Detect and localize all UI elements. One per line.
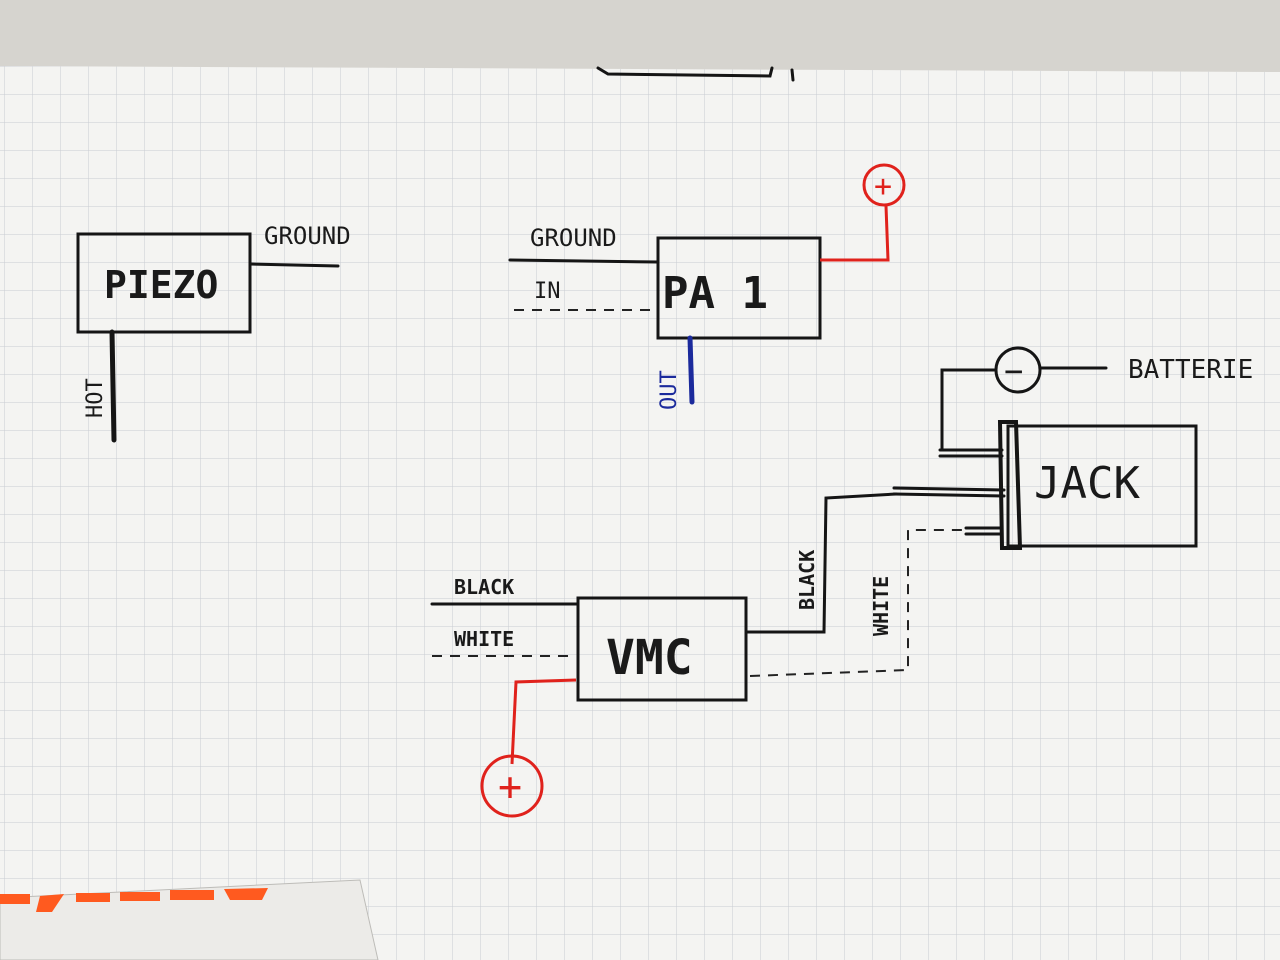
vmc-white-out-wire bbox=[749, 529, 968, 677]
pa1-label: PA 1 bbox=[662, 268, 768, 319]
battery-label: BATTERIE bbox=[1128, 355, 1253, 385]
vmc-positive-symbol: + bbox=[498, 764, 522, 810]
vmc-black-out-label: BLACK bbox=[795, 550, 819, 610]
piezo-hot-wire bbox=[109, 329, 117, 443]
orange-logo-fragment bbox=[0, 888, 268, 912]
vmc-white-in-label: WHITE bbox=[454, 627, 514, 651]
piezo-box bbox=[76, 232, 252, 334]
pa1-out-label: OUT bbox=[657, 370, 682, 410]
jack-box bbox=[1006, 424, 1198, 548]
grid-paper bbox=[0, 66, 1280, 960]
pa1-in-label: IN bbox=[534, 279, 561, 304]
top-wire bbox=[596, 66, 795, 82]
jack-housing bbox=[997, 420, 1023, 550]
battery-minus-symbol: − bbox=[1004, 352, 1023, 390]
pa1-positive-symbol: + bbox=[874, 169, 892, 204]
pa1-ground-wire bbox=[508, 258, 660, 264]
jack-tab-battery bbox=[938, 448, 1004, 458]
battery-minus-terminal bbox=[994, 346, 1042, 394]
pa1-positive-wire bbox=[820, 205, 890, 262]
vmc-label: VMC bbox=[606, 630, 693, 686]
pa1-box bbox=[656, 236, 822, 340]
vmc-positive-wire bbox=[510, 678, 577, 765]
jack-label: JACK bbox=[1034, 458, 1140, 509]
vmc-box bbox=[576, 596, 748, 702]
vmc-black-in-label: BLACK bbox=[454, 575, 514, 599]
jack-tab-black bbox=[892, 486, 1006, 498]
vmc-black-out-wire bbox=[744, 492, 898, 634]
pa1-out-wire bbox=[687, 335, 695, 405]
pa1-positive-terminal bbox=[862, 163, 906, 207]
pa1-ground-label: GROUND bbox=[530, 224, 617, 252]
battery-wire bbox=[940, 368, 998, 452]
piezo-label: PIEZO bbox=[104, 263, 218, 307]
piezo-ground-label: GROUND bbox=[264, 222, 351, 250]
jack-tab-white bbox=[964, 526, 1002, 536]
piezo-ground-wire bbox=[248, 262, 340, 268]
vmc-positive-terminal bbox=[480, 754, 544, 818]
piezo-hot-label: HOT bbox=[83, 378, 108, 418]
vmc-white-out-label: WHITE bbox=[869, 576, 893, 636]
